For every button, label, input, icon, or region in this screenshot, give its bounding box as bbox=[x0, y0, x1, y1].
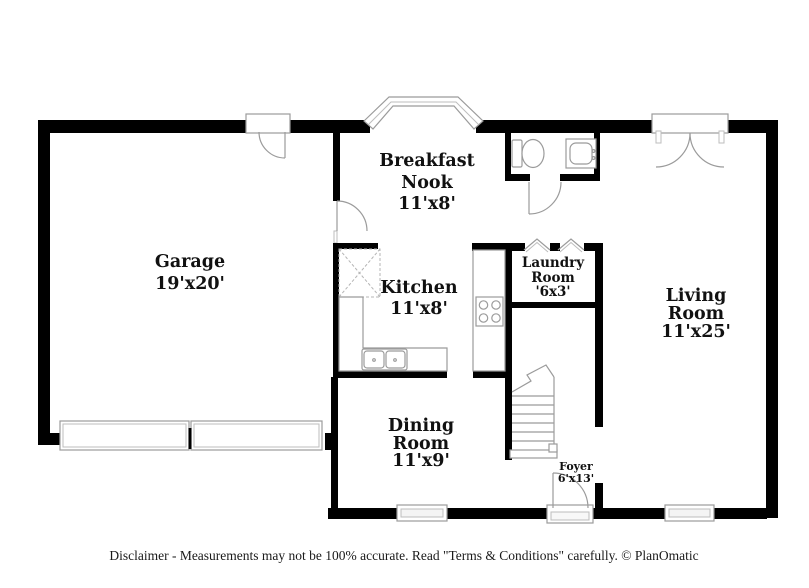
wall-segment bbox=[725, 120, 778, 133]
wall-segment bbox=[333, 371, 447, 378]
dining-room-label: Room bbox=[393, 434, 450, 454]
door-swing-icon bbox=[336, 200, 368, 232]
wall-segment bbox=[584, 243, 600, 251]
wall-segment bbox=[595, 483, 603, 508]
door-swing-icon bbox=[528, 181, 562, 215]
kitchen-counter bbox=[472, 249, 506, 372]
wall-segment bbox=[472, 243, 525, 251]
wall-segment bbox=[473, 371, 512, 378]
wall-segment bbox=[333, 127, 340, 201]
laundry-dims: '6x3' bbox=[535, 284, 570, 300]
wall-segment bbox=[288, 120, 370, 133]
wall-segment bbox=[38, 120, 50, 445]
door-swing-icon bbox=[245, 113, 291, 159]
door-jamb bbox=[333, 230, 338, 244]
kitchen-sink-icon bbox=[361, 348, 408, 371]
garage-label: Garage bbox=[155, 252, 225, 272]
foyer-label: Foyer bbox=[559, 460, 593, 473]
kitchen-dims: 11'x8' bbox=[390, 299, 448, 319]
dining-room-dims: 11'x9' bbox=[392, 451, 450, 471]
wall-segment bbox=[550, 243, 560, 251]
wall-segment bbox=[594, 128, 600, 180]
laundry-label: Laundry bbox=[522, 255, 585, 271]
wall-segment bbox=[505, 243, 512, 460]
window-icon bbox=[664, 504, 715, 522]
stairs-icon bbox=[509, 364, 558, 459]
garage-dims: 19'x20' bbox=[155, 274, 225, 294]
dining-room-label: Dining bbox=[388, 416, 454, 436]
door-swing-icon bbox=[546, 472, 594, 524]
wall-segment bbox=[38, 433, 62, 445]
breakfast-nook-dims: 11'x8' bbox=[398, 194, 456, 214]
wall-segment bbox=[325, 433, 338, 450]
breakfast-nook-label: Nook bbox=[401, 173, 453, 193]
kitchen-label: Kitchen bbox=[380, 278, 457, 298]
wall-segment bbox=[333, 243, 339, 377]
wall-segment bbox=[505, 128, 511, 180]
wall-segment bbox=[595, 243, 603, 427]
foyer-dims: 6'x13' bbox=[558, 472, 594, 485]
bay-window-icon bbox=[363, 96, 484, 130]
wall-segment bbox=[38, 120, 248, 133]
wall-segment bbox=[333, 243, 378, 249]
living-room-label: Room bbox=[668, 304, 725, 324]
vanity-sink-icon bbox=[565, 138, 597, 169]
wall-segment bbox=[560, 174, 600, 181]
living-room-dims: 11'x25' bbox=[661, 322, 731, 342]
disclaimer-text: Disclaimer - Measurements may not be 100… bbox=[109, 548, 698, 563]
wall-segment bbox=[505, 174, 530, 181]
toilet-icon bbox=[511, 138, 545, 169]
wall-segment bbox=[766, 120, 778, 518]
bifold-door-icon bbox=[523, 238, 585, 253]
window-icon bbox=[396, 504, 448, 522]
double-door-icon bbox=[651, 113, 729, 168]
breakfast-nook-label: Breakfast bbox=[379, 151, 474, 171]
room-labels: Garage 19'x20' Breakfast Nook 11'x8' Kit… bbox=[155, 151, 731, 485]
wall-segment bbox=[505, 302, 600, 308]
laundry-label: Room bbox=[531, 270, 575, 286]
garage-door-icon bbox=[59, 420, 323, 451]
wall-segment bbox=[476, 120, 655, 133]
living-room-label: Living bbox=[666, 286, 727, 306]
stove-icon bbox=[475, 296, 504, 327]
pantry-icon bbox=[338, 248, 381, 298]
